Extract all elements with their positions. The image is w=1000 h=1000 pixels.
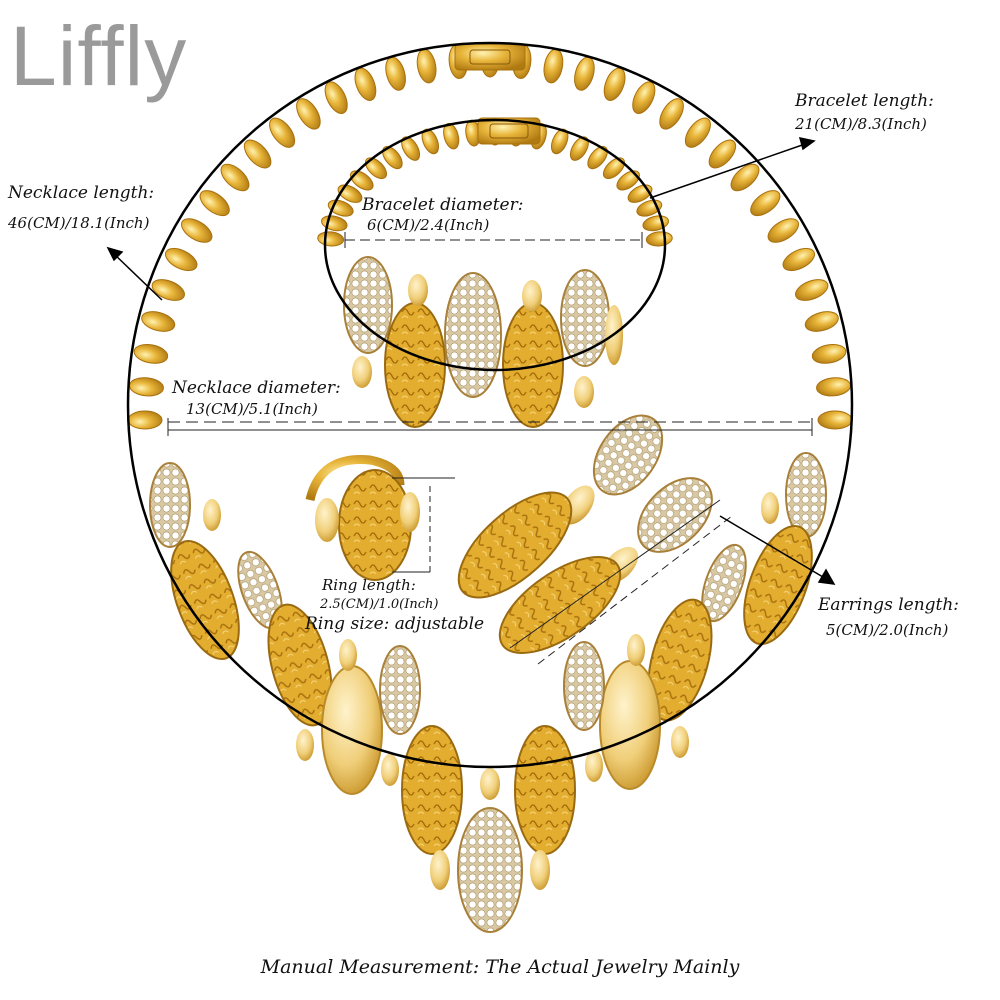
chain-link — [550, 128, 569, 155]
chain-link — [364, 157, 388, 180]
chain-link — [543, 48, 564, 84]
chain-link — [602, 157, 626, 180]
ring — [305, 455, 420, 581]
chain-link — [750, 190, 781, 217]
necklace-diameter-value: 13(CM)/5.1(Inch) — [186, 400, 318, 418]
bracelet-diameter-value: 6(CM)/2.4(Inch) — [367, 216, 490, 234]
chain-link — [569, 136, 589, 161]
necklace-diameter-circle — [126, 41, 854, 769]
chain-link — [816, 377, 851, 397]
chain-link — [382, 146, 403, 170]
chain-link — [180, 218, 213, 243]
brand-logo: Liffly — [10, 9, 188, 103]
bracelet-diameter-ellipse — [323, 118, 667, 372]
chain-link — [684, 117, 711, 148]
chain-link — [574, 56, 595, 91]
earring-left — [457, 414, 664, 599]
earrings-length-title: Earrings length: — [818, 595, 960, 615]
chain-link — [421, 128, 440, 155]
chain-link — [804, 311, 839, 332]
chain-link — [730, 163, 760, 192]
ring-size: Ring size: adjustable — [305, 614, 485, 634]
necklace-diameter-title: Necklace diameter: — [172, 378, 341, 398]
bracelet-length-title: Bracelet length: — [795, 91, 934, 111]
necklace-length-value: 46(CM)/18.1(Inch) — [8, 214, 150, 232]
chain-link — [129, 377, 164, 397]
chain-link — [133, 344, 169, 364]
chain-link — [587, 146, 608, 170]
chain-link — [317, 231, 345, 247]
chain-link — [782, 247, 816, 272]
chain-link — [811, 344, 847, 364]
chain-link — [385, 56, 406, 91]
chain-link — [616, 170, 640, 191]
chain-link — [401, 136, 421, 161]
chain-link — [416, 48, 437, 84]
bracelet-length-value: 21(CM)/8.3(Inch) — [795, 115, 927, 133]
bracelet-charms — [343, 256, 623, 428]
chain-link — [659, 98, 684, 130]
chain-link — [767, 218, 800, 243]
chain-link — [164, 247, 198, 272]
chain-link — [243, 139, 272, 169]
chain-link — [324, 81, 348, 114]
footer-note: Manual Measurement: The Actual Jewelry M… — [260, 956, 740, 978]
necklace-pendants — [149, 452, 827, 933]
chain-link — [817, 410, 853, 430]
chain-link — [354, 67, 377, 101]
chain-link — [708, 139, 737, 169]
earring-right — [498, 477, 713, 654]
earrings-length-value: 5(CM)/2.0(Inch) — [826, 621, 949, 639]
chain-link — [199, 190, 230, 217]
chain-link — [632, 81, 656, 114]
dimension-lines — [167, 232, 813, 665]
necklace-chain — [127, 42, 853, 430]
chain-link — [220, 163, 250, 192]
bracelet-clasp-icon — [477, 117, 541, 145]
chain-link — [141, 311, 176, 332]
chain-link — [350, 170, 374, 191]
ring-length-title: Ring length: — [322, 576, 416, 594]
chain-link — [795, 279, 829, 301]
pointer-arrows — [106, 137, 836, 585]
chain-link — [603, 67, 626, 101]
chain-link — [151, 279, 185, 301]
ring-length-value: 2.5(CM)/1.0(Inch) — [320, 597, 439, 612]
chain-link — [645, 231, 673, 247]
chain-link — [269, 117, 296, 148]
chain-link — [127, 410, 163, 430]
chain-link — [296, 98, 321, 130]
necklace-clasp-icon — [454, 43, 526, 71]
necklace-length-title: Necklace length: — [8, 183, 155, 203]
bracelet-diameter-title: Bracelet diameter: — [362, 195, 524, 215]
